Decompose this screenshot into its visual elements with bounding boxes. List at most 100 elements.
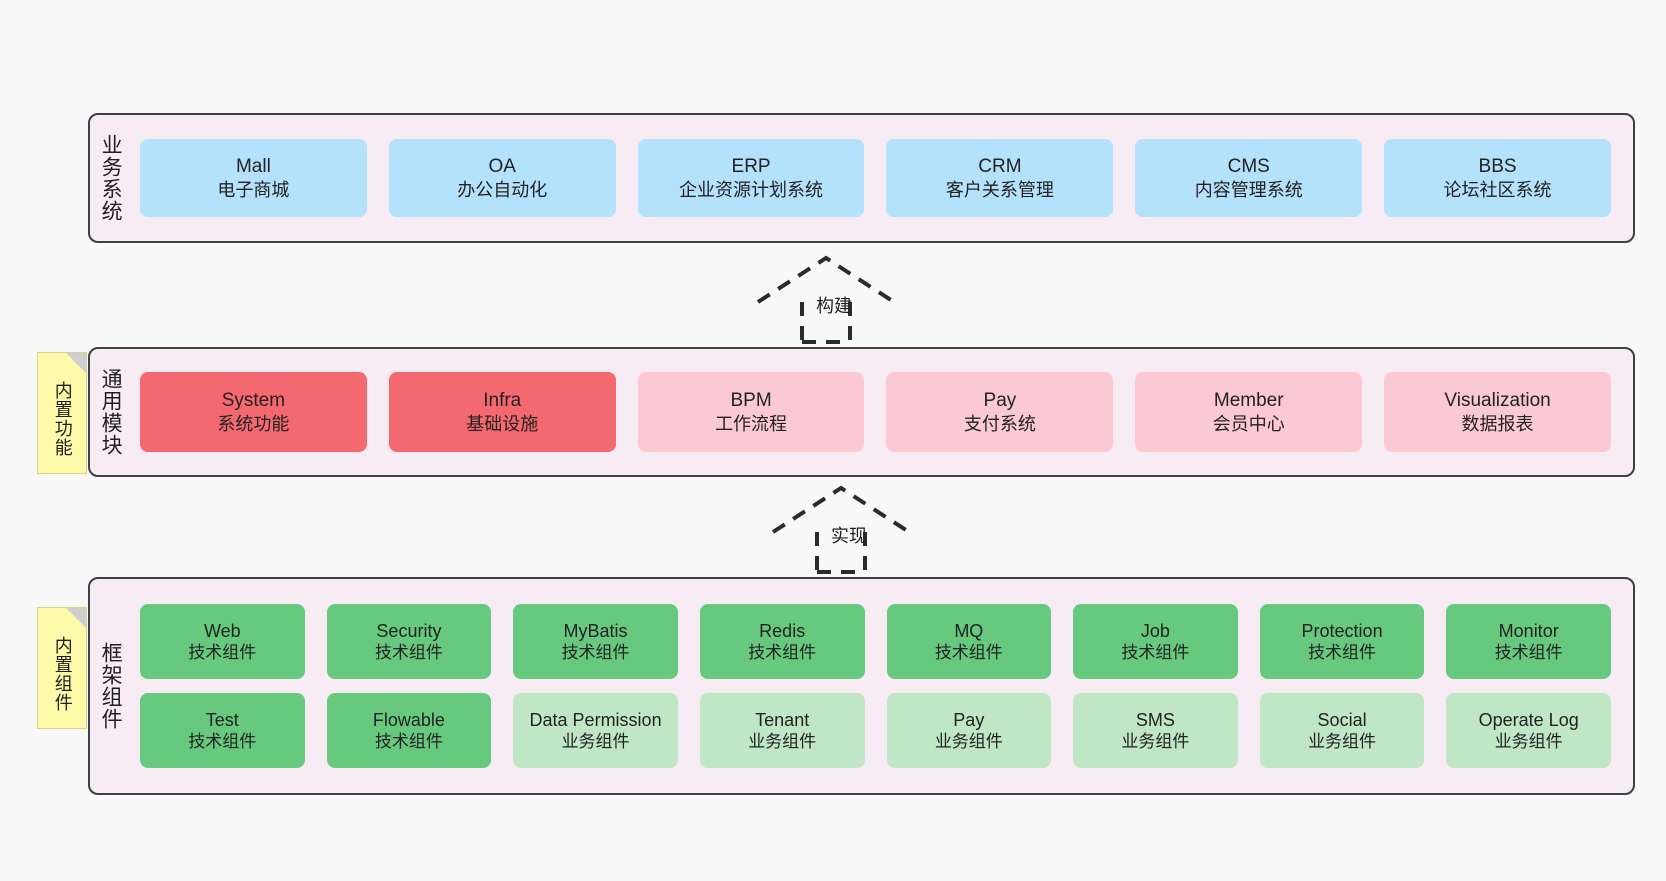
sticky-note-label: 内置组件 [52, 636, 73, 712]
card-title: OA [488, 156, 516, 178]
card-infra[interactable]: Infra 基础设施 [388, 372, 616, 452]
card-subtitle: 技术组件 [748, 643, 817, 663]
card-subtitle: 业务组件 [561, 732, 630, 752]
layer-framework-component: 框架组件 Web 技术组件 Security 技术组件 MyBatis 技术组件… [88, 577, 1635, 795]
card-subtitle: 技术组件 [1121, 643, 1190, 663]
card-title: SMS [1135, 709, 1175, 730]
card-title: Social [1317, 709, 1367, 730]
card-title: Mall [235, 156, 271, 178]
card-subtitle: 论坛社区系统 [1443, 179, 1552, 200]
card-operate-log[interactable]: Operate Log 业务组件 [1446, 693, 1611, 768]
card-monitor[interactable]: Monitor 技术组件 [1446, 604, 1611, 679]
generalization-arrow-icon [756, 255, 896, 344]
card-title: Monitor [1498, 620, 1559, 641]
card-subtitle: 业务组件 [1308, 732, 1377, 752]
card-mq[interactable]: MQ 技术组件 [886, 604, 1052, 679]
card-security[interactable]: Security 技术组件 [326, 604, 492, 679]
card-row: Web 技术组件 Security 技术组件 MyBatis 技术组件 Redi… [140, 604, 1611, 679]
card-flowable[interactable]: Flowable 技术组件 [326, 693, 492, 768]
layer-body-common-module: System 系统功能 Infra 基础设施 BPM 工作流程 Pay 支付系统… [130, 349, 1633, 475]
card-subtitle: 系统功能 [217, 413, 290, 434]
card-subtitle: 技术组件 [374, 732, 443, 752]
layer-title-framework-component: 框架组件 [99, 642, 123, 730]
card-title: Protection [1301, 620, 1383, 641]
layer-business-system: 业务系统 Mall 电子商城 OA 办公自动化 ERP 企业资源计划系统 CRM… [88, 113, 1635, 243]
card-tenant[interactable]: Tenant 业务组件 [699, 693, 865, 768]
card-test[interactable]: Test 技术组件 [140, 693, 305, 768]
card-title: Member [1213, 390, 1284, 412]
card-subtitle: 业务组件 [1494, 732, 1563, 752]
card-job[interactable]: Job 技术组件 [1073, 604, 1238, 679]
card-subtitle: 技术组件 [374, 643, 443, 663]
card-title: System [221, 390, 286, 412]
card-system[interactable]: System 系统功能 [140, 372, 367, 452]
card-protection[interactable]: Protection 技术组件 [1259, 604, 1425, 679]
card-subtitle: 技术组件 [1494, 643, 1563, 663]
card-title: Web [203, 620, 241, 641]
layer-body-business-system: Mall 电子商城 OA 办公自动化 ERP 企业资源计划系统 CRM 客户关系… [130, 115, 1633, 241]
card-mall[interactable]: Mall 电子商城 [140, 139, 367, 217]
card-erp[interactable]: ERP 企业资源计划系统 [637, 139, 865, 217]
card-title: MyBatis [563, 620, 628, 641]
sticky-note-builtin-components: 内置组件 [37, 607, 87, 729]
card-subtitle: 业务组件 [1121, 732, 1190, 752]
card-subtitle: 数据报表 [1461, 413, 1534, 434]
card-subtitle: 技术组件 [561, 643, 630, 663]
sticky-fold-icon [66, 608, 86, 628]
card-visualization[interactable]: Visualization 数据报表 [1384, 372, 1611, 452]
layer-title-common-module: 通用模块 [99, 368, 123, 456]
card-subtitle: 工作流程 [715, 413, 788, 434]
card-title: Security [376, 620, 442, 641]
card-bbs[interactable]: BBS 论坛社区系统 [1384, 139, 1611, 217]
card-mybatis[interactable]: MyBatis 技术组件 [513, 604, 678, 679]
sticky-note-label: 内置功能 [52, 381, 73, 457]
card-row: Mall 电子商城 OA 办公自动化 ERP 企业资源计划系统 CRM 客户关系… [140, 139, 1611, 217]
card-web[interactable]: Web 技术组件 [140, 604, 305, 679]
card-title: Job [1140, 620, 1170, 641]
card-member[interactable]: Member 会员中心 [1135, 372, 1363, 452]
card-oa[interactable]: OA 办公自动化 [388, 139, 616, 217]
card-subtitle: 技术组件 [188, 732, 257, 752]
card-pay-component[interactable]: Pay 业务组件 [886, 693, 1052, 768]
card-redis[interactable]: Redis 技术组件 [699, 604, 865, 679]
card-bpm[interactable]: BPM 工作流程 [637, 372, 865, 452]
card-subtitle: 技术组件 [1308, 643, 1377, 663]
card-data-permission[interactable]: Data Permission 业务组件 [513, 693, 678, 768]
card-title: Operate Log [1478, 709, 1579, 730]
card-subtitle: 客户关系管理 [945, 179, 1054, 200]
card-title: CMS [1227, 156, 1270, 178]
card-title: Flowable [372, 709, 445, 730]
card-cms[interactable]: CMS 内容管理系统 [1135, 139, 1363, 217]
card-title: Tenant [755, 709, 810, 730]
card-title: Test [205, 709, 239, 730]
card-title: MQ [954, 620, 984, 641]
card-social[interactable]: Social 业务组件 [1259, 693, 1425, 768]
layer-body-framework-component: Web 技术组件 Security 技术组件 MyBatis 技术组件 Redi… [130, 579, 1633, 793]
card-title: BBS [1478, 156, 1517, 178]
layer-title-business-system: 业务系统 [99, 134, 123, 222]
card-subtitle: 技术组件 [934, 643, 1003, 663]
connector-label-build: 构建 [816, 296, 852, 316]
card-pay-module[interactable]: Pay 支付系统 [886, 372, 1114, 452]
card-subtitle: 电子商城 [217, 179, 290, 200]
card-title: Visualization [1444, 390, 1551, 412]
card-subtitle: 业务组件 [748, 732, 817, 752]
card-title: Infra [483, 390, 522, 412]
card-title: Data Permission [529, 709, 662, 730]
layer-common-module: 通用模块 System 系统功能 Infra 基础设施 BPM 工作流程 Pay… [88, 347, 1635, 477]
card-subtitle: 企业资源计划系统 [679, 179, 824, 200]
card-sms[interactable]: SMS 业务组件 [1073, 693, 1238, 768]
card-title: Redis [759, 620, 806, 641]
sticky-fold-icon [66, 353, 86, 373]
card-crm[interactable]: CRM 客户关系管理 [886, 139, 1114, 217]
card-title: Pay [983, 390, 1017, 412]
connector-label-implement: 实现 [831, 526, 867, 546]
card-subtitle: 支付系统 [963, 413, 1036, 434]
card-title: CRM [978, 156, 1022, 178]
connector-build: 构建 [750, 252, 930, 344]
card-row: Test 技术组件 Flowable 技术组件 Data Permission … [140, 693, 1611, 768]
card-subtitle: 基础设施 [466, 413, 539, 434]
card-title: Pay [953, 709, 985, 730]
sticky-note-builtin-features: 内置功能 [37, 352, 87, 474]
